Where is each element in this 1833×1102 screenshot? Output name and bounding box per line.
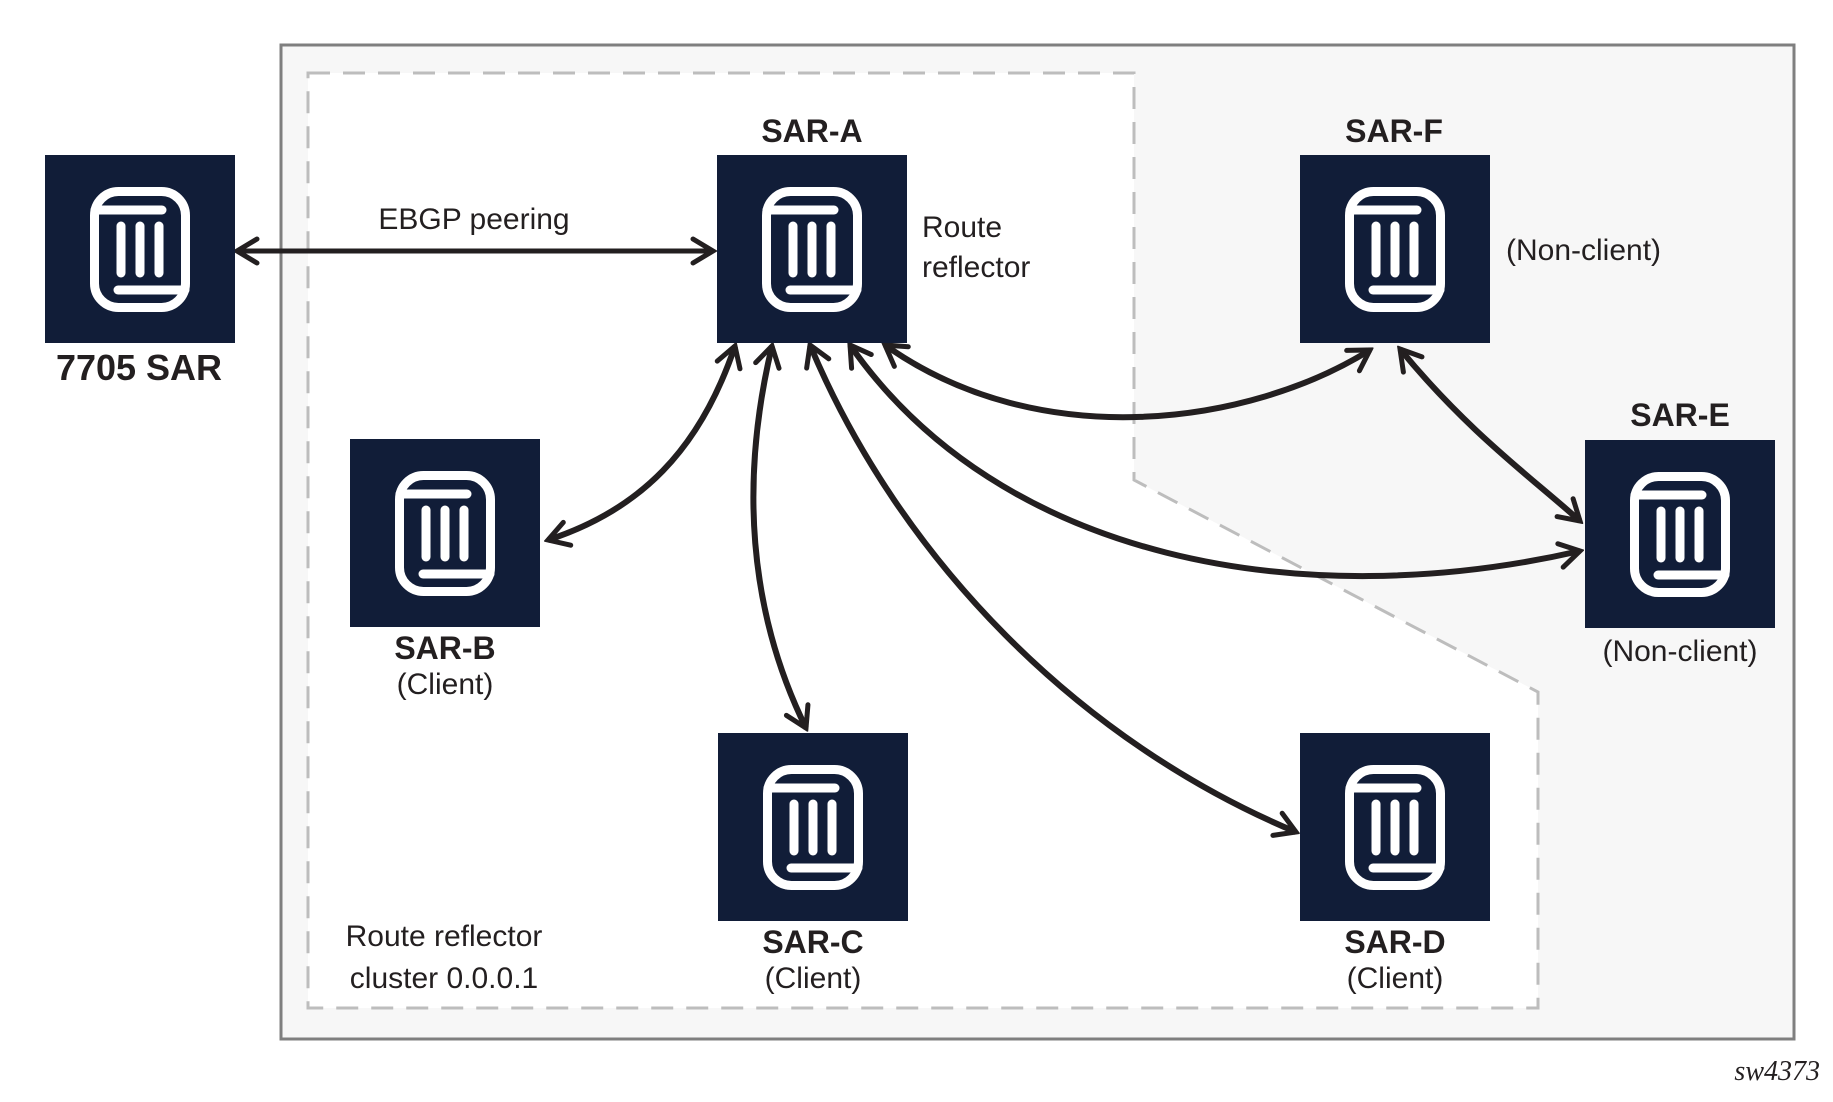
edge-sara-sarb <box>548 346 735 540</box>
node-label-sar-a: SAR-A <box>761 113 863 149</box>
router-icon <box>395 470 495 596</box>
cluster-caption-line2: cluster 0.0.0.1 <box>349 962 539 995</box>
router-icon <box>90 186 190 312</box>
node-sublabel-sar-d: (Client) <box>1346 962 1444 995</box>
edge-sara-sarf <box>885 345 1370 421</box>
node-sublabel-sar-b: (Client) <box>396 668 494 701</box>
node-label-7705-sar: 7705 SAR <box>55 347 223 388</box>
node-sublabel-sar-f: (Non-client) <box>1506 234 1662 267</box>
router-icon <box>763 764 863 890</box>
edge-label-ebgp-peering: EBGP peering <box>378 203 570 236</box>
router-icon <box>1630 471 1730 597</box>
edge-sarf-sare <box>1400 349 1580 521</box>
router-icon <box>1345 186 1445 312</box>
node-sublabel-sar-a: Route reflector <box>922 211 1031 284</box>
node-sar-f <box>1300 155 1490 343</box>
node-label-sar-f: SAR-F <box>1345 113 1443 149</box>
router-icon <box>1345 764 1445 890</box>
node-sar-e <box>1585 440 1775 628</box>
node-sublabel-sar-e: (Non-client) <box>1602 635 1758 668</box>
node-label-sar-c: SAR-C <box>762 924 864 960</box>
node-label-sar-e: SAR-E <box>1630 397 1730 433</box>
node-sublabel-sar-c: (Client) <box>764 962 862 995</box>
node-sar-a <box>717 155 907 343</box>
node-sar-d <box>1300 733 1490 921</box>
node-7705-sar <box>45 155 235 343</box>
router-icon <box>762 186 862 312</box>
cluster-caption: Route reflector cluster 0.0.0.1 <box>324 916 564 1000</box>
node-sar-b <box>350 439 540 627</box>
node-label-sar-d: SAR-D <box>1344 924 1446 960</box>
figure-id: sw4373 <box>1734 1056 1820 1087</box>
edge-sara-sare <box>850 345 1580 580</box>
node-label-sar-b: SAR-B <box>394 630 496 666</box>
node-sar-c <box>718 733 908 921</box>
cluster-caption-line1: Route reflector <box>345 920 543 953</box>
edge-sara-sarc <box>750 346 806 728</box>
